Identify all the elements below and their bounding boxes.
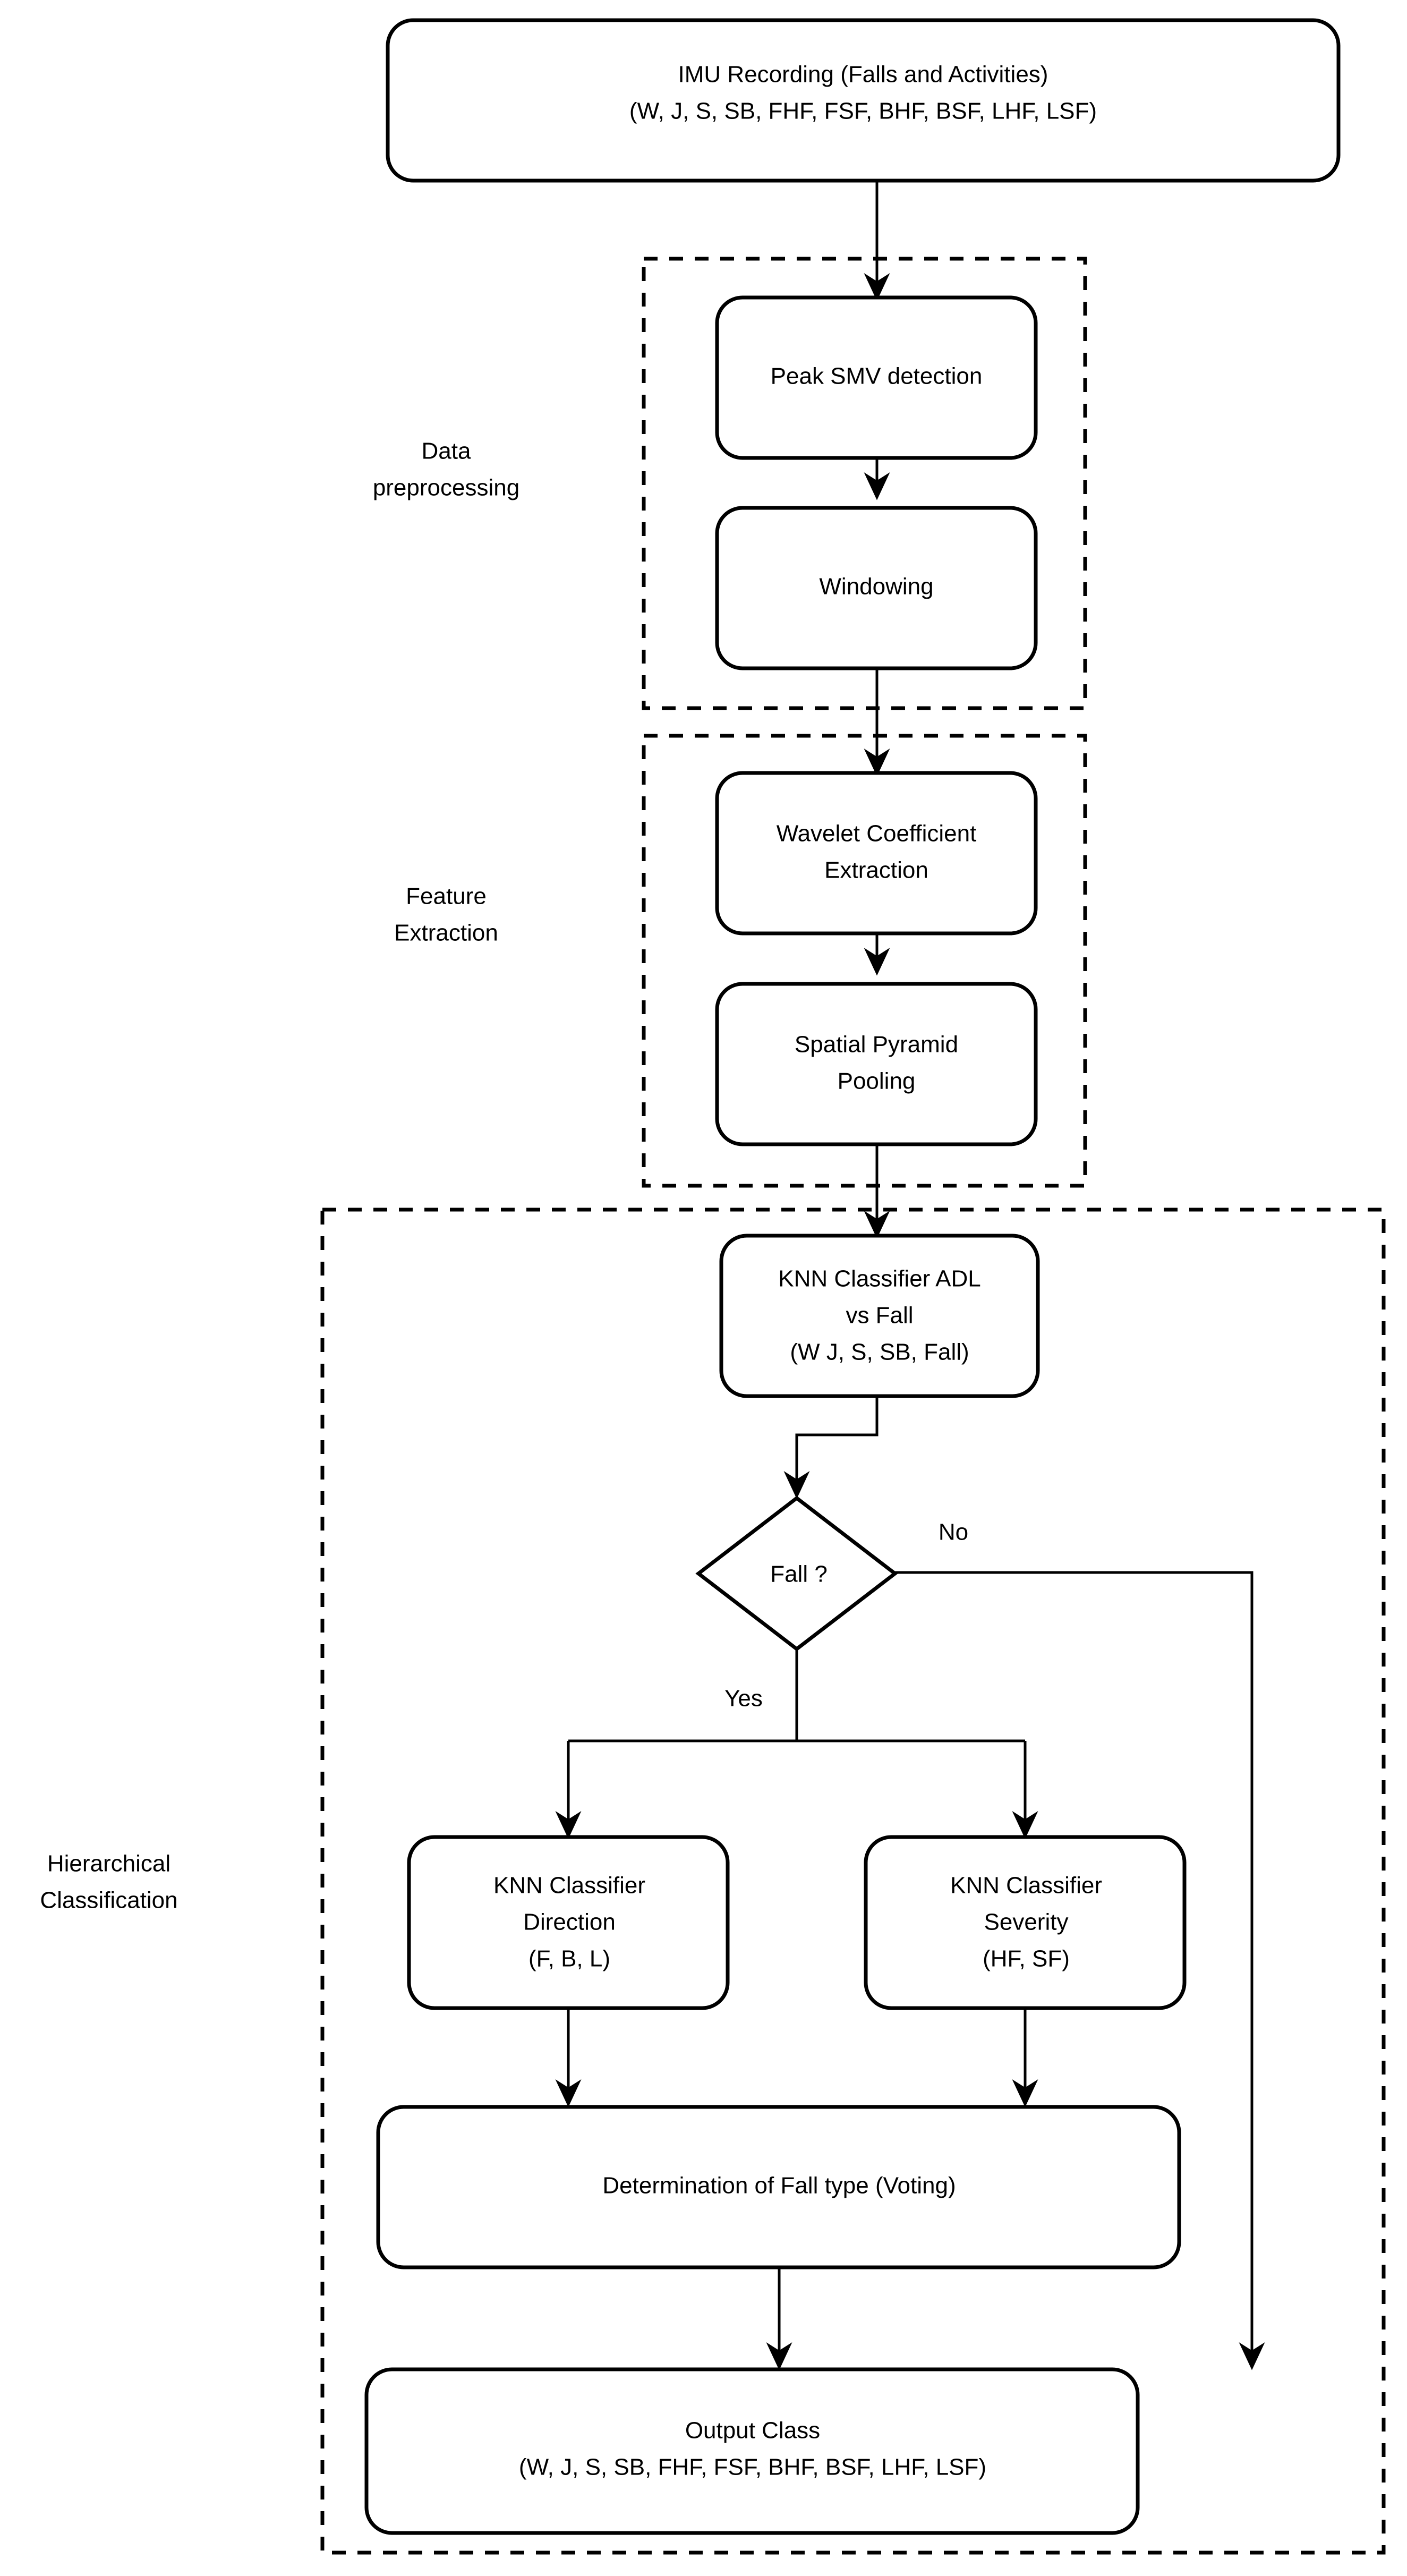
node-peak-smv-detection-line1: Peak SMV detection	[771, 363, 983, 389]
group-label-feature-extraction-line1: Feature	[406, 883, 487, 909]
node-wavelet-coefficient-extraction-line2: Extraction	[824, 857, 928, 883]
group-label-feature-extraction-line2: Extraction	[394, 920, 498, 946]
node-knn-classifier-direction-line2: Direction	[523, 1909, 616, 1935]
group-label-hierarchical-classification-line2: Classification	[40, 1888, 177, 1914]
node-output-class-line2: (W, J, S, SB, FHF, FSF, BHF, BSF, LHF, L…	[519, 2454, 986, 2480]
node-output-class[interactable]: Output Class (W, J, S, SB, FHF, FSF, BHF…	[364, 2367, 1140, 2535]
group-label-data-preprocessing: Data preprocessing	[373, 438, 519, 501]
node-decision-fall-shape[interactable]	[695, 1495, 898, 1652]
node-peak-smv-detection[interactable]: Peak SMV detection	[715, 295, 1038, 460]
node-windowing-line1: Windowing	[819, 574, 933, 600]
node-knn-classifier-direction-shape[interactable]	[407, 1835, 730, 2010]
group-label-feature-extraction: Feature Extraction	[394, 883, 498, 946]
node-imu-recording-line1: IMU Recording (Falls and Activities)	[678, 62, 1048, 88]
node-knn-classifier-severity-line3: (HF, SF)	[983, 1946, 1070, 1972]
edge-decision-yes-split	[568, 1650, 1025, 1742]
node-voting-label: Determination of Fall type (Voting)	[602, 2173, 956, 2199]
node-knn-classifier-severity-line1: KNN Classifier	[950, 1873, 1102, 1899]
node-knn-classifier-adl-vs-fall-line1: KNN Classifier ADL	[778, 1266, 980, 1292]
node-knn-classifier-severity-line2: Severity	[984, 1909, 1069, 1935]
edge-label-no: No	[939, 1519, 968, 1545]
node-spatial-pyramid-pooling-shape[interactable]	[715, 982, 1038, 1146]
node-imu-recording-shape[interactable]	[386, 18, 1341, 183]
node-imu-recording[interactable]: IMU Recording (Falls and Activities) (W,…	[386, 18, 1341, 183]
node-imu-recording-line2: (W, J, S, SB, FHF, FSF, BHF, BSF, LHF, L…	[629, 98, 1097, 124]
node-voting-shape[interactable]	[376, 2105, 1181, 2269]
node-knn-classifier-direction-line1: KNN Classifier	[493, 1873, 645, 1899]
node-spatial-pyramid-pooling-line2: Pooling	[838, 1068, 916, 1094]
node-knn-classifier-direction[interactable]: KNN Classifier Direction (F, B, L)	[407, 1835, 730, 2010]
node-knn-classifier-adl-vs-fall-shape[interactable]	[719, 1234, 1040, 1398]
node-output-class-line1: Output Class	[685, 2418, 820, 2444]
node-output-class-shape[interactable]	[364, 2367, 1140, 2535]
node-knn-classifier-adl-vs-fall[interactable]: KNN Classifier ADL vs Fall (W J, S, SB, …	[719, 1234, 1040, 1398]
node-knn-classifier-severity[interactable]: KNN Classifier Severity (HF, SF)	[864, 1835, 1187, 2010]
group-label-hierarchical-classification-line1: Hierarchical	[47, 1851, 170, 1877]
group-hierarchical-classification	[320, 1208, 1386, 2555]
node-voting[interactable]: Determination of Fall type (Voting)	[376, 2105, 1181, 2269]
node-wavelet-coefficient-extraction-shape[interactable]	[715, 771, 1038, 936]
group-data-preprocessing	[642, 257, 1087, 710]
node-wavelet-coefficient-extraction-line1: Wavelet Coefficient	[777, 821, 977, 847]
group-feature-extraction	[642, 734, 1087, 1188]
node-wavelet-coefficient-extraction[interactable]: Wavelet Coefficient Extraction	[715, 771, 1038, 936]
node-knn-classifier-adl-vs-fall-line2: vs Fall	[846, 1303, 913, 1329]
node-knn-classifier-adl-vs-fall-line3: (W J, S, SB, Fall)	[790, 1339, 969, 1365]
group-label-hierarchical-classification: Hierarchical Classification	[40, 1851, 177, 1914]
edge-decision-no-to-output	[895, 1571, 1265, 2370]
group-label-data-preprocessing-line2: preprocessing	[373, 475, 519, 501]
node-spatial-pyramid-pooling[interactable]: Spatial Pyramid Pooling	[715, 982, 1038, 1146]
edge-label-yes: Yes	[724, 1686, 763, 1712]
node-decision-fall[interactable]: Fall ?	[695, 1495, 898, 1652]
node-knn-classifier-severity-shape[interactable]	[864, 1835, 1187, 2010]
edge-knn-adl-to-decision	[783, 1396, 879, 1499]
node-windowing-shape[interactable]	[715, 506, 1038, 670]
node-knn-classifier-direction-line3: (F, B, L)	[528, 1946, 610, 1972]
node-spatial-pyramid-pooling-line1: Spatial Pyramid	[795, 1032, 958, 1058]
group-label-data-preprocessing-line1: Data	[422, 438, 471, 464]
node-windowing[interactable]: Windowing	[715, 506, 1038, 670]
node-peak-smv-detection-shape[interactable]	[715, 295, 1038, 460]
node-decision-fall-label: Fall ?	[770, 1561, 828, 1587]
